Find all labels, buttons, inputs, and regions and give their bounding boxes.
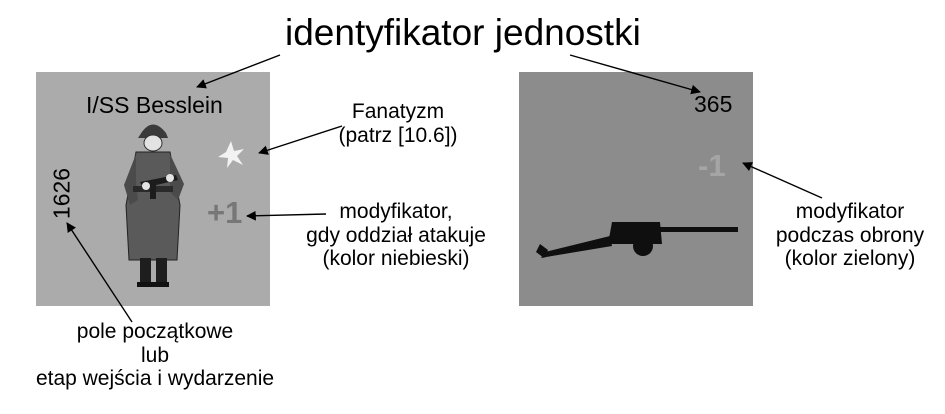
defense-modifier-value: -1 [698,150,726,181]
start-field-number: 1626 [51,164,74,224]
defense-modifier-label: modyfikator podczas obrony (kolor zielon… [760,200,940,271]
attack-modifier-line-3: (kolor niebieski) [278,247,514,271]
fanaticism-label: Fanatyzm (patrz [10.6]) [323,100,473,147]
attack-modifier-line-2: gdy oddział atakuje [278,224,514,248]
start-field-line-2: lub [10,344,300,368]
attack-modifier-value: +1 [207,197,242,228]
unit-name: I/SS Besslein [86,94,223,117]
star-icon [218,141,244,168]
arrow-title-right [570,55,700,92]
anti-tank-gun-icon [536,222,738,258]
fanaticism-line-2: (patrz [10.6]) [323,124,473,148]
attack-modifier-label: modyfikator, gdy oddział atakuje (kolor … [278,200,514,271]
attack-modifier-line-1: modyfikator, [278,200,514,224]
title: identyfikator jednostki [285,14,641,51]
soldier-icon [124,124,184,287]
unit-id: 365 [694,93,732,116]
defense-modifier-line-3: (kolor zielony) [760,247,940,271]
start-field-line-3: etap wejścia i wydarzenie [10,367,300,391]
arrow-defense-mod [743,163,822,198]
fanaticism-line-1: Fanatyzm [323,100,473,124]
defense-modifier-line-2: podczas obrony [760,224,940,248]
arrow-start-field [67,223,132,322]
defense-modifier-line-1: modyfikator [760,200,940,224]
start-field-line-1: pole początkowe [10,320,300,344]
arrow-title-left [197,55,280,87]
start-field-label: pole początkowe lub etap wejścia i wydar… [10,320,300,391]
